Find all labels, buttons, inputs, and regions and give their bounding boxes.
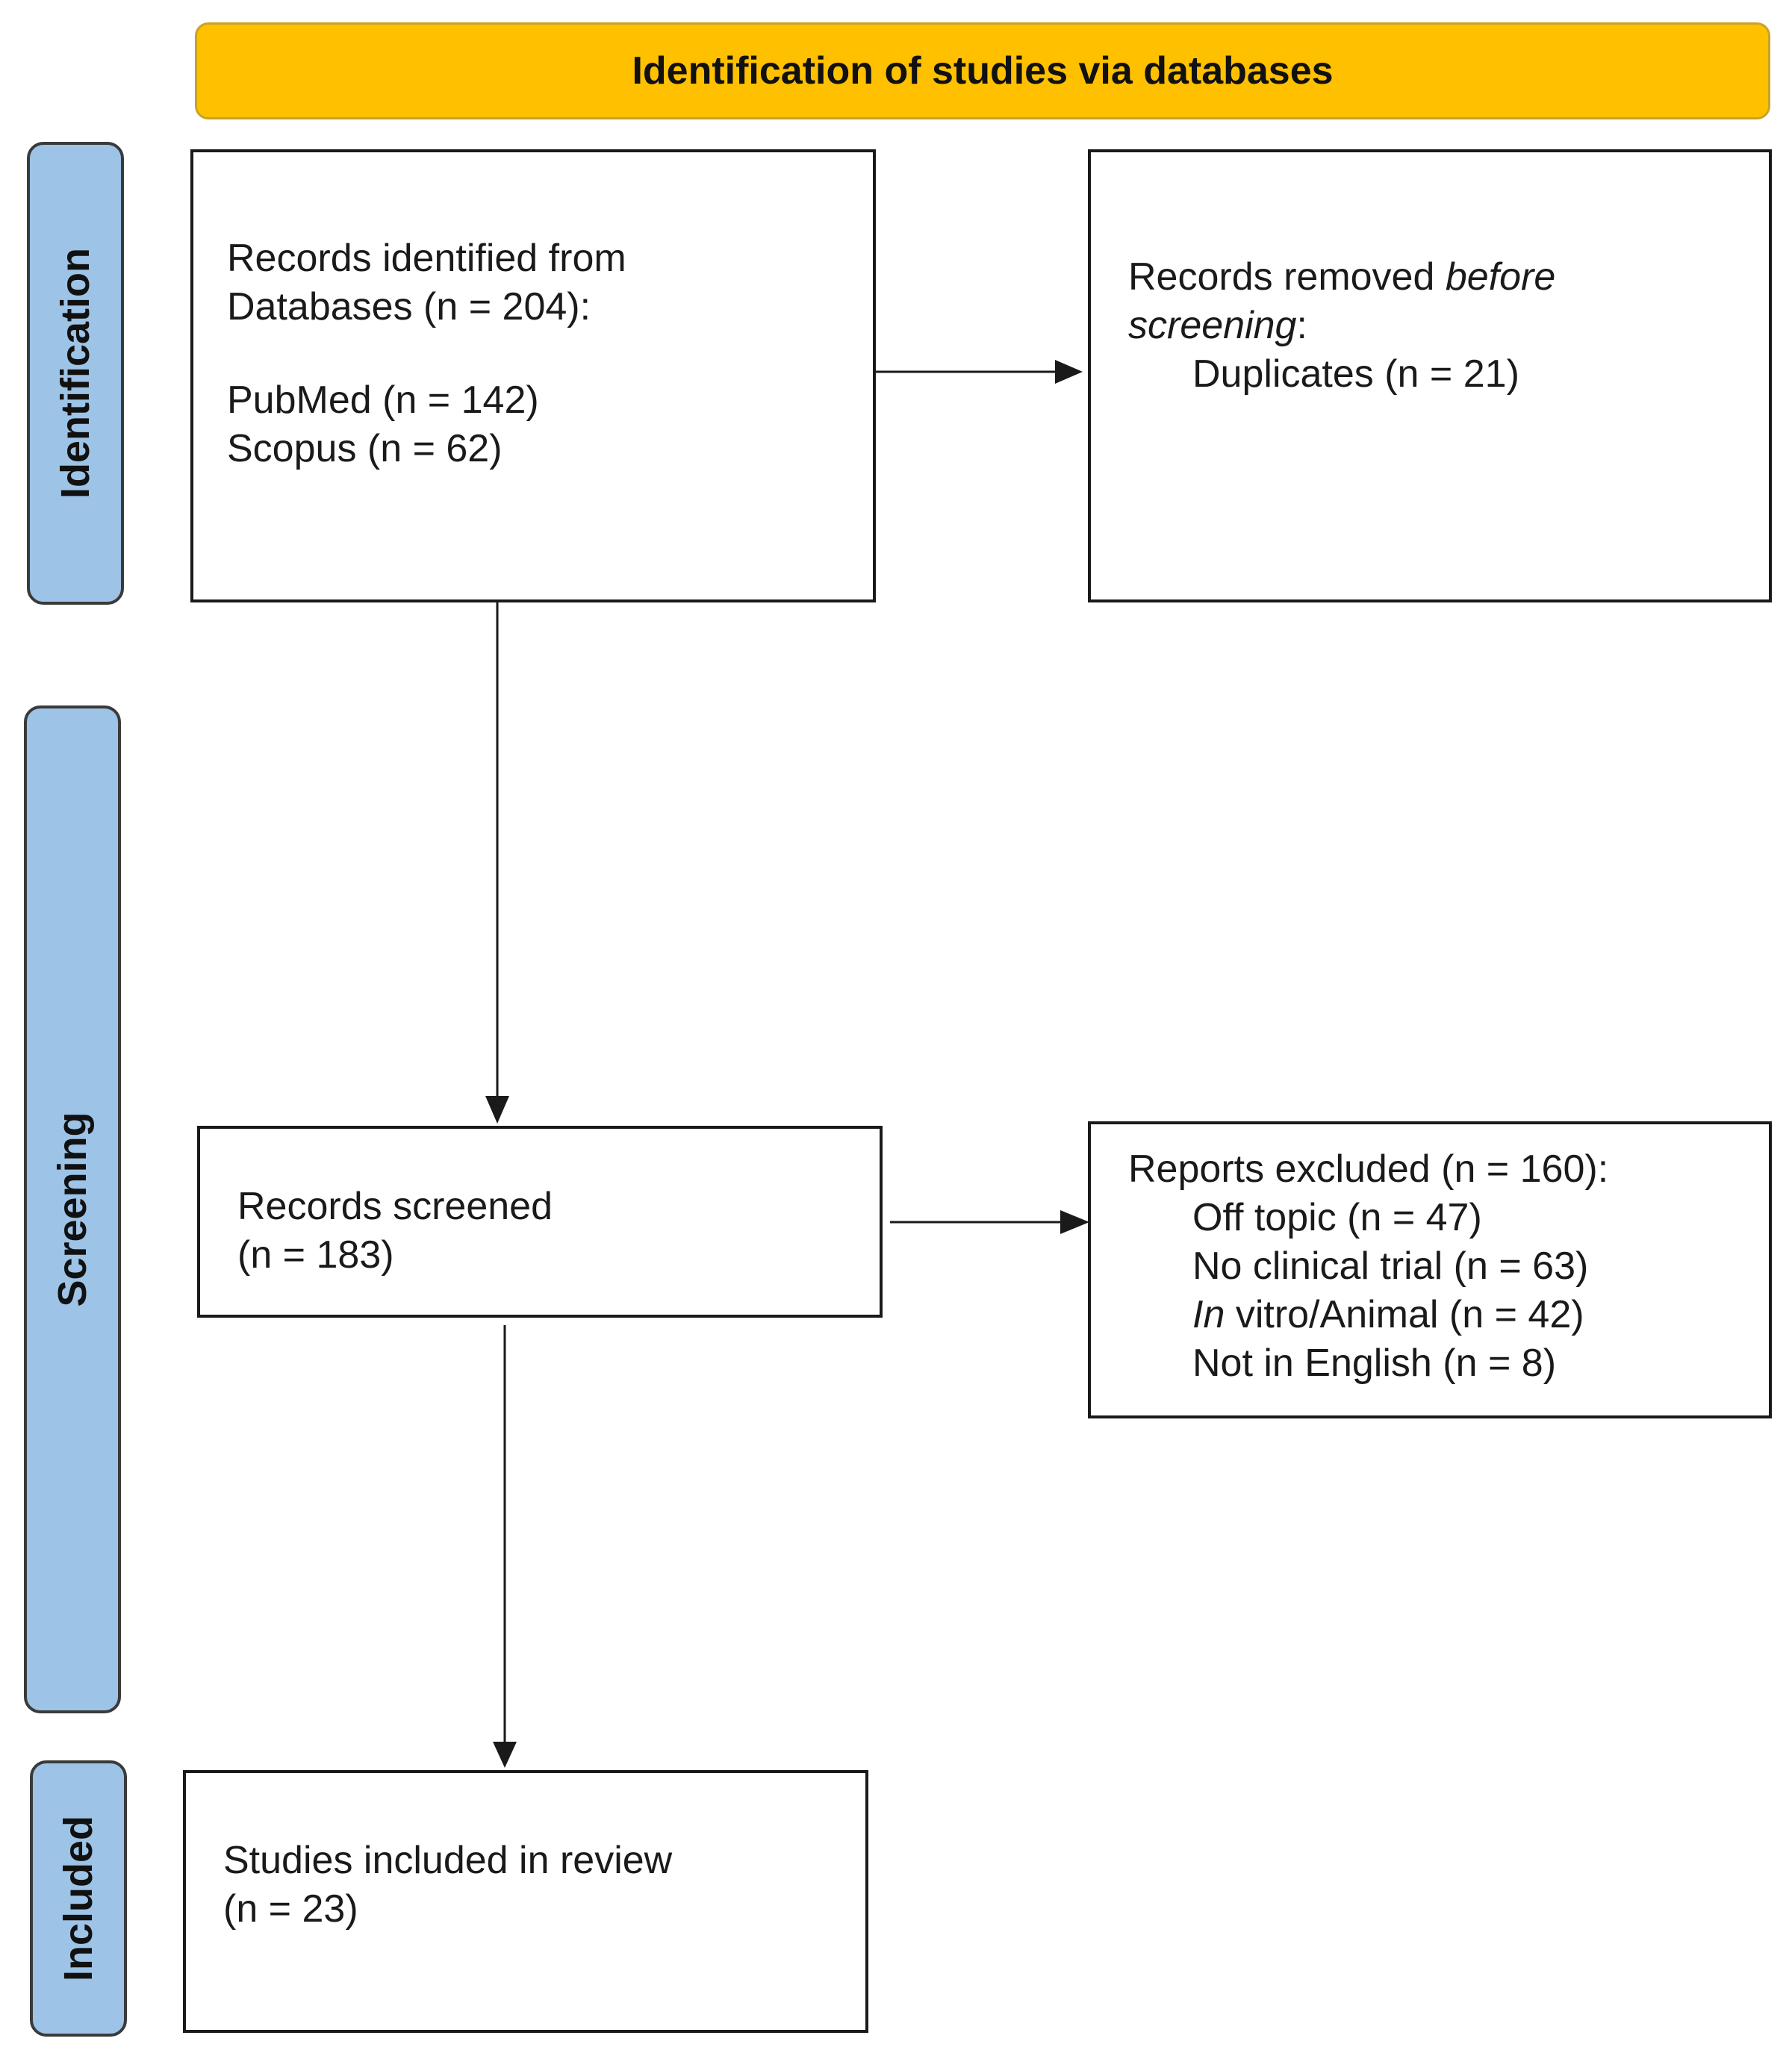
studies-included-line2: (n = 23) [223,1887,358,1931]
reports-excluded-title: Reports excluded (n = 160): [1128,1147,1609,1191]
records-identified-line1: Records identified from [227,237,626,280]
records-identified-box: Records identified from Databases (n = 2… [190,149,876,602]
studies-included-box: Studies included in review (n = 23) [183,1770,868,2033]
phase-identification: Identification [27,142,124,605]
records-screened-line2: (n = 183) [237,1233,394,1277]
header-banner: Identification of studies via databases [195,22,1770,119]
phase-screening-label: Screening [50,1112,95,1307]
records-removed-line2: screening: [1128,302,1769,350]
records-removed-screening: screening [1128,304,1297,347]
phase-screening: Screening [24,705,121,1713]
records-removed-before: before [1445,255,1556,299]
records-screened-line1: Records screened [237,1185,553,1228]
records-removed-box: Records removed before screening: Duplic… [1088,149,1772,602]
reports-excluded-in-vitro-emph: In [1192,1293,1225,1336]
phase-identification-label: Identification [53,248,98,499]
phase-included: Included [30,1760,127,2037]
reports-excluded-no-clinical-trial: No clinical trial (n = 63) [1192,1245,1589,1288]
arrowhead-excluded [1060,1210,1089,1234]
reports-excluded-off-topic: Off topic (n = 47) [1192,1196,1482,1239]
reports-excluded-box: Reports excluded (n = 160): Off topic (n… [1088,1121,1772,1418]
records-removed-prefix: Records removed [1128,255,1446,299]
records-removed-colon: : [1296,304,1307,347]
records-identified-line2: Databases (n = 204): [227,285,591,328]
records-identified-pubmed: PubMed (n = 142) [227,379,539,422]
arrowhead-removed [1055,360,1083,384]
reports-excluded-in-vitro: In vitro/Animal (n = 42) [1128,1291,1769,1339]
reports-excluded-in-vitro-rest: vitro/Animal (n = 42) [1225,1293,1584,1336]
reports-excluded-not-english: Not in English (n = 8) [1192,1342,1557,1385]
phase-included-label: Included [56,1815,101,1982]
records-removed-line1: Records removed before [1128,253,1769,302]
arrowhead-included [493,1742,517,1768]
records-identified-scopus: Scopus (n = 62) [227,427,503,470]
studies-included-line1: Studies included in review [223,1839,673,1882]
records-screened-box: Records screened (n = 183) [197,1126,883,1318]
records-removed-duplicates: Duplicates (n = 21) [1192,352,1519,396]
arrowhead-screened [485,1096,509,1124]
header-title: Identification of studies via databases [632,49,1334,93]
